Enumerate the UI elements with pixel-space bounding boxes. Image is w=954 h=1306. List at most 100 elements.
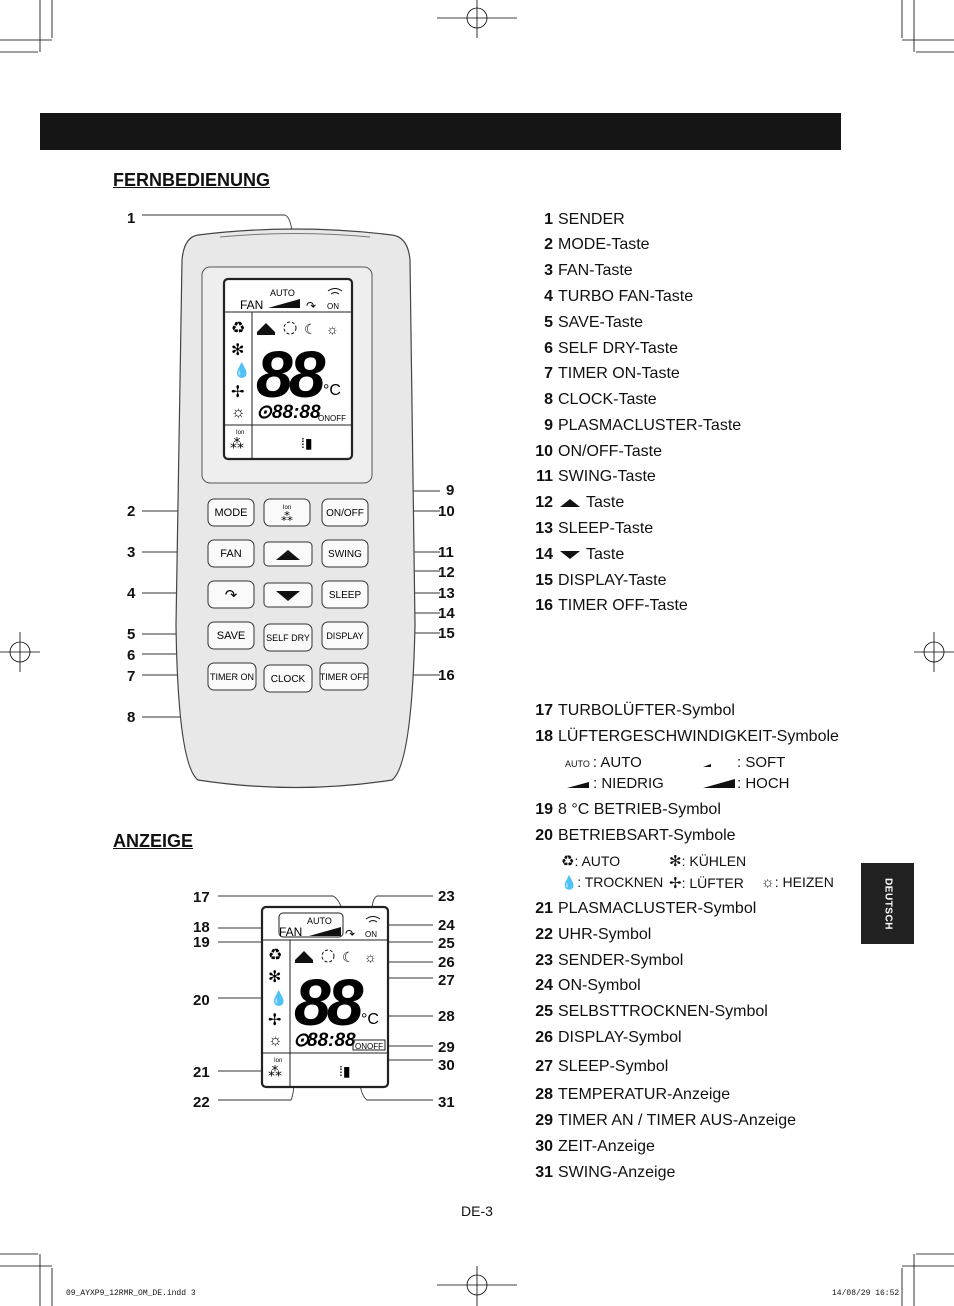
mode-auto: ♻: AUTO: [561, 853, 621, 870]
svg-text:88: 88: [294, 965, 364, 1039]
plasmacluster-button[interactable]: Ion⁂: [263, 498, 311, 527]
svg-text:⊙: ⊙: [293, 1030, 310, 1051]
droplet-icon: 💧: [561, 875, 578, 890]
down-arrow-icon: [560, 550, 580, 559]
svg-text:AUTO: AUTO: [307, 916, 332, 926]
callout-22: 22: [193, 1094, 210, 1111]
turbo-fan-button[interactable]: ↷: [207, 580, 255, 609]
up-arrow-icon: [560, 498, 580, 507]
fan-low-icon: [567, 782, 589, 789]
callout-31: 31: [438, 1094, 455, 1111]
callout-8: 8: [127, 709, 136, 726]
clock-button[interactable]: CLOCK: [263, 664, 313, 693]
svg-text:88: 88: [256, 337, 326, 411]
callout-14: 14: [438, 605, 455, 622]
plasmacluster-icon: ⁂: [281, 510, 293, 524]
section-title-remote: FERNBEDIENUNG: [113, 170, 271, 190]
save-button[interactable]: SAVE: [207, 621, 255, 650]
page-number: DE-3: [461, 1203, 493, 1219]
fan-button[interactable]: FAN: [207, 539, 255, 568]
svg-text:FAN: FAN: [279, 925, 302, 939]
callout-20: 20: [193, 992, 210, 1009]
callout-5: 5: [127, 626, 136, 643]
svg-text:°C: °C: [361, 1011, 379, 1028]
svg-text:💧: 💧: [270, 990, 287, 1007]
svg-text:✻: ✻: [231, 342, 244, 359]
svg-text:⊙88:88: ⊙88:88: [256, 402, 321, 423]
self-dry-button[interactable]: SELF DRY: [263, 623, 313, 652]
svg-text:☾: ☾: [342, 949, 355, 965]
onoff-button[interactable]: ON/OFF: [321, 498, 369, 527]
callout-11: 11: [438, 544, 454, 561]
callout-28: 28: [438, 1008, 455, 1025]
mode-dry: 💧: TROCKNEN: [561, 874, 664, 890]
svg-text:✻: ✻: [268, 969, 281, 986]
mode-button[interactable]: MODE: [207, 498, 255, 527]
svg-text:Ion: Ion: [236, 430, 244, 436]
callout-18: 18: [193, 919, 210, 936]
callout-4: 4: [127, 585, 136, 602]
callout-24: 24: [438, 917, 455, 934]
callout-6: 6: [127, 647, 136, 664]
language-tab: DEUTSCH: [861, 863, 914, 944]
section-title-display: ANZEIGE: [113, 831, 194, 851]
display-button[interactable]: DISPLAY: [321, 621, 369, 650]
auto-mode-icon: ♻: [561, 853, 575, 870]
timer-on-button[interactable]: TIMER ON: [207, 662, 257, 691]
self-dry-button-label: SELF DRY: [266, 633, 310, 643]
swing-button-label: SWING: [328, 549, 362, 560]
callout-1: 1: [127, 210, 136, 227]
callout-9: 9: [446, 482, 455, 499]
svg-text:♻: ♻: [231, 320, 245, 337]
mode-button-label: MODE: [215, 507, 248, 519]
fan-auto-icon: AUTO: [565, 759, 590, 769]
callout-26: 26: [438, 954, 455, 971]
up-button[interactable]: [263, 541, 313, 567]
swing-button[interactable]: SWING: [321, 539, 369, 568]
down-button[interactable]: [263, 582, 313, 608]
sleep-button[interactable]: SLEEP: [321, 580, 369, 609]
svg-text:✢: ✢: [268, 1012, 281, 1029]
fan-speed-soft: : SOFT: [701, 754, 785, 771]
callout-13: 13: [438, 585, 455, 602]
callout-29: 29: [438, 1039, 455, 1056]
timer-on-button-label: TIMER ON: [210, 672, 254, 682]
turbo-fan-icon: ↷: [225, 587, 238, 604]
svg-text:✢: ✢: [231, 384, 244, 401]
sun-icon: ☼: [761, 874, 775, 891]
footer-filename: 09_AYXP9_12RMR_OM_DE.indd 3: [66, 1289, 196, 1298]
svg-text:⁞▮: ⁞▮: [301, 435, 313, 451]
mode-fan: ✢: LÜFTER: [669, 875, 744, 892]
display-button-label: DISPLAY: [326, 631, 363, 641]
callout-30: 30: [438, 1057, 455, 1074]
remote-control-illustration: AUTO FAN ON ↷ ♻ ✻ 💧 ✢ ☼ ☾ ☼ 88 °C ⊙88:88…: [142, 214, 440, 789]
timer-off-button[interactable]: TIMER OFF: [319, 662, 369, 691]
callout-15: 15: [438, 625, 455, 642]
callout-23: 23: [438, 888, 455, 905]
svg-text:ONOFF: ONOFF: [355, 1042, 383, 1051]
remote-buttons: MODE Ion⁂ ON/OFF FAN SWING ↷ SLEEP SAVE …: [207, 498, 369, 693]
fan-high-icon: [703, 779, 735, 789]
mode-heat: ☼: HEIZEN: [761, 874, 834, 891]
svg-text:☼: ☼: [268, 1032, 283, 1049]
clock-button-label: CLOCK: [271, 674, 306, 685]
svg-text:⁞▮: ⁞▮: [339, 1063, 351, 1079]
svg-text:♻: ♻: [268, 947, 282, 964]
